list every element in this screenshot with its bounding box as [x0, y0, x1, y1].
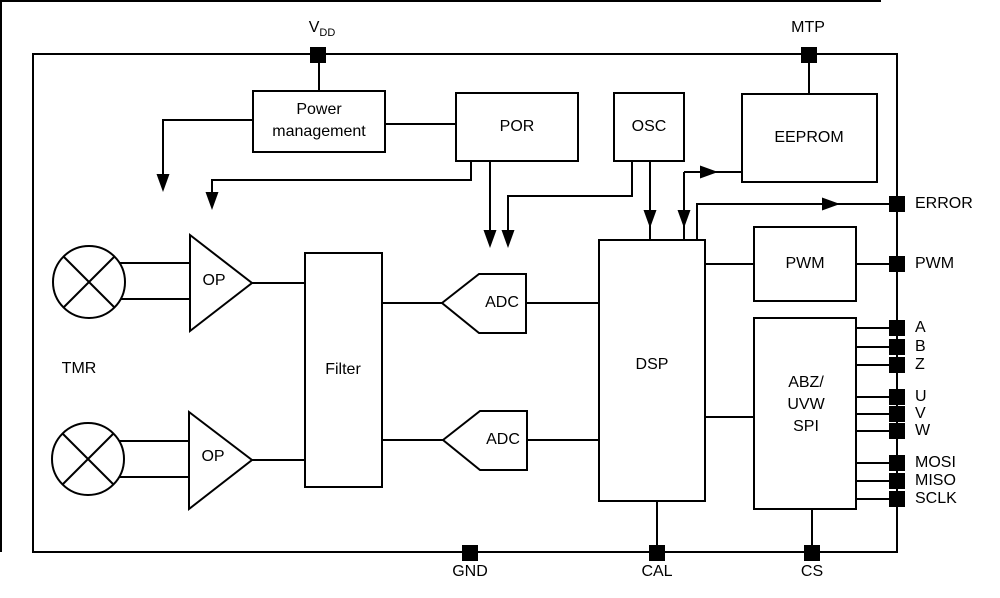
block-por: [455, 92, 579, 162]
adc-2-shape: [441, 410, 528, 471]
pin-label-v: V: [915, 405, 926, 422]
block-label-filter: Filter: [325, 361, 361, 378]
pin-square-error: [889, 196, 905, 212]
wire-pm-to-analog: [162, 119, 253, 174]
block-label-interface: ABZ/ UVW SPI: [787, 372, 824, 438]
op-amp-1-triangle: [189, 232, 254, 334]
block-label-power-management-line2: management: [272, 123, 366, 140]
arrowhead-osc-dsp-down: [643, 210, 657, 228]
wire-osc-to-adc1: [507, 161, 633, 230]
pin-label-vdd: VDD: [309, 19, 336, 39]
block-label-eeprom: EEPROM: [774, 129, 844, 146]
block-dsp: [598, 239, 706, 502]
pin-square-a: [889, 320, 905, 336]
block-label-adc2: ADC: [486, 431, 520, 448]
pin-label-z: Z: [915, 356, 925, 373]
op-amp-2-triangle: [188, 409, 254, 512]
block-label-interface-line3: SPI: [793, 418, 819, 435]
block-pwm: [753, 226, 857, 302]
pin-label-cal: CAL: [641, 563, 673, 580]
arrowhead-por-adc1-down: [483, 230, 497, 248]
arrowhead-por-down: [205, 192, 219, 210]
pin-label-vdd-base: V: [308, 19, 320, 36]
pin-label-sclk: SCLK: [915, 490, 957, 507]
pin-square-miso: [889, 473, 905, 489]
wire-por-to-analog: [211, 161, 472, 192]
pin-square-pwm: [889, 256, 905, 272]
block-label-power-management: Power management: [272, 99, 365, 143]
pin-label-gnd: GND: [452, 563, 488, 580]
pin-label-vdd-sub: DD: [319, 27, 336, 40]
block-eeprom: [741, 93, 878, 183]
sensor-label-tmr: TMR: [61, 360, 97, 377]
pin-square-b: [889, 339, 905, 355]
pin-square-vdd: [310, 47, 326, 63]
block-label-op1: OP: [202, 272, 226, 289]
pin-square-cal: [649, 545, 665, 561]
block-label-adc1: ADC: [485, 294, 519, 311]
block-label-interface-line1: ABZ/: [788, 374, 824, 391]
block-osc: [613, 92, 685, 162]
pin-label-u: U: [915, 388, 927, 405]
block-interface: [753, 317, 857, 510]
pin-label-a: A: [915, 319, 926, 336]
block-label-por: POR: [499, 118, 535, 135]
arrowhead-pm-down: [156, 174, 170, 192]
pin-square-cs: [804, 545, 820, 561]
pin-label-miso: MISO: [915, 472, 956, 489]
pin-square-z: [889, 357, 905, 373]
block-power-management: [252, 90, 386, 153]
sensor-bridge-2-cross: [61, 432, 115, 486]
pin-square-v: [889, 406, 905, 422]
arrowhead-branch-dsp-down: [677, 210, 691, 228]
pin-label-pwm: PWM: [915, 255, 955, 272]
pin-label-cs: CS: [800, 563, 824, 580]
block-filter: [304, 252, 383, 488]
arrowhead-error-right: [822, 197, 840, 211]
block-label-pwm: PWM: [785, 255, 825, 272]
pin-square-gnd: [462, 545, 478, 561]
pin-square-sclk: [889, 491, 905, 507]
arrowhead-branch-eeprom-right: [700, 165, 718, 179]
pin-square-w: [889, 423, 905, 439]
pin-label-error: ERROR: [915, 195, 973, 212]
pin-label-b: B: [915, 338, 926, 355]
pin-square-mosi: [889, 455, 905, 471]
sensor-bridge-1-cross: [62, 255, 116, 309]
pin-square-mtp: [801, 47, 817, 63]
arrowhead-osc-adc1-down: [501, 230, 515, 248]
pin-square-u: [889, 389, 905, 405]
pin-label-w: W: [915, 422, 931, 439]
block-label-op2: OP: [201, 448, 225, 465]
adc-1-shape: [440, 273, 527, 334]
pin-label-mtp: MTP: [791, 19, 825, 36]
block-label-dsp: DSP: [635, 356, 669, 373]
block-label-osc: OSC: [631, 118, 667, 135]
pin-label-mosi: MOSI: [915, 454, 956, 471]
block-label-interface-line2: UVW: [787, 396, 825, 413]
block-label-power-management-line1: Power: [296, 101, 342, 118]
